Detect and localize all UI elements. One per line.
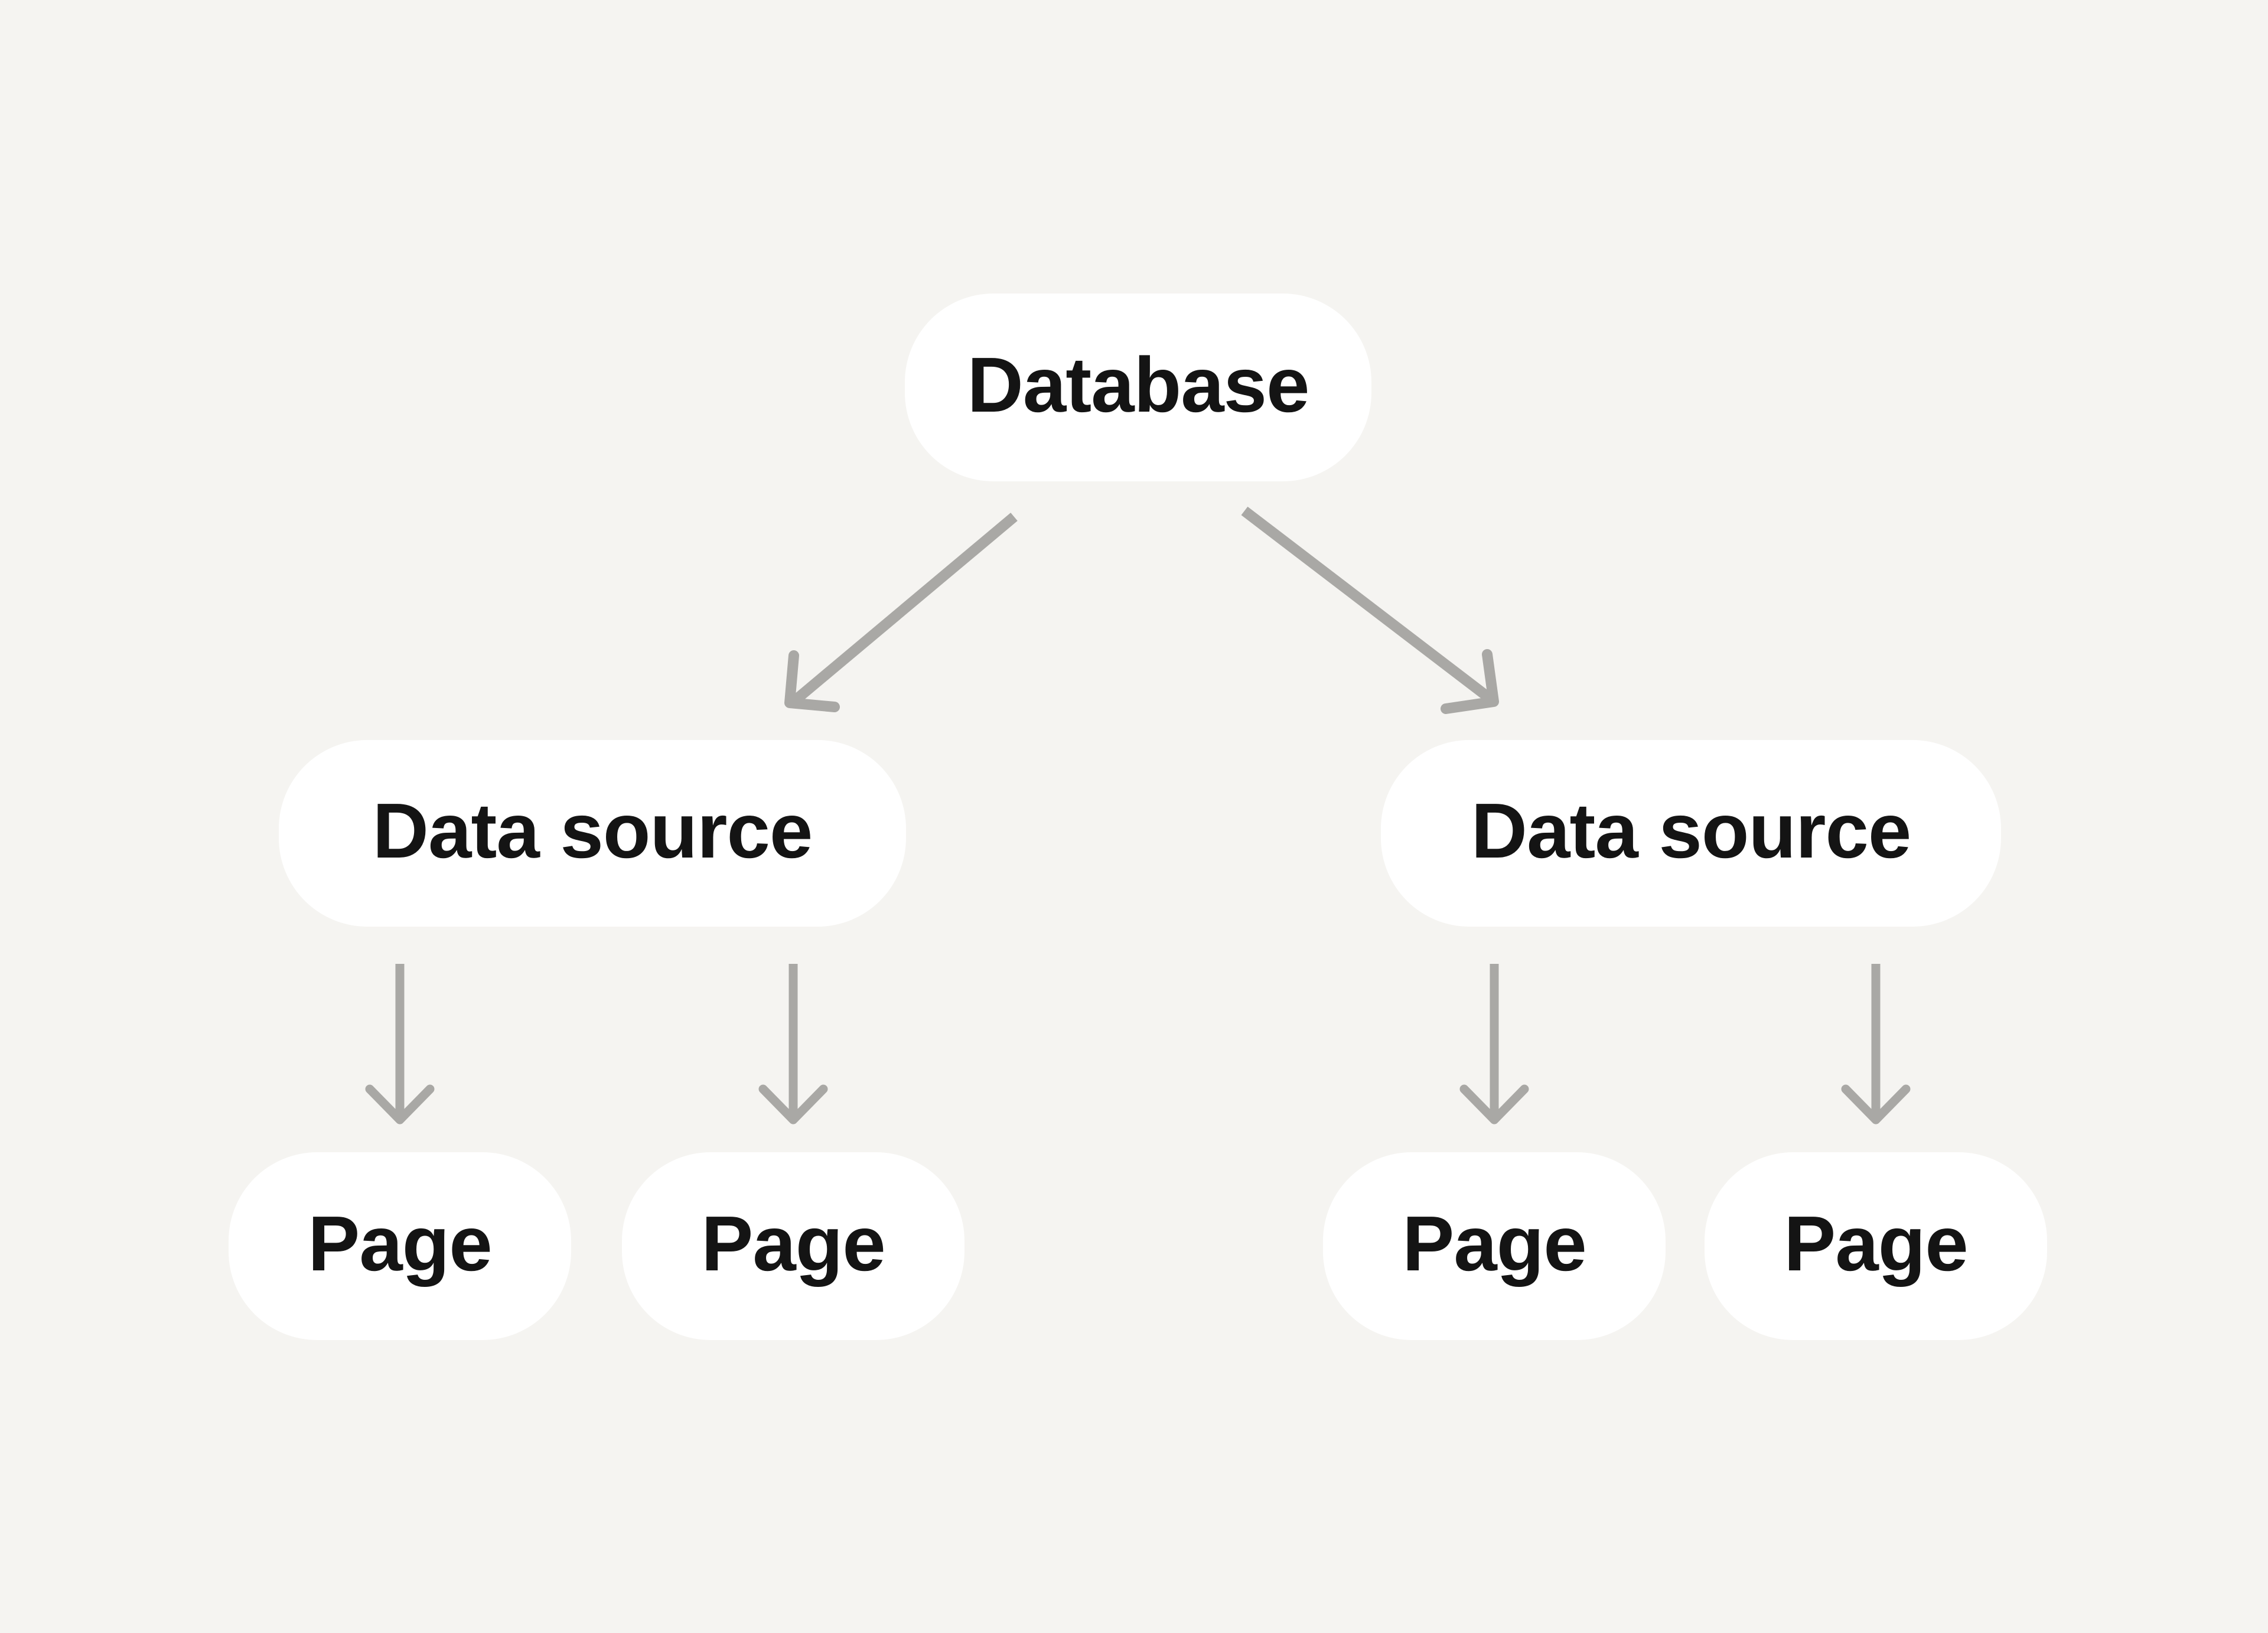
node-page-4: Page xyxy=(1705,1152,2047,1340)
node-page-1: Page xyxy=(229,1152,571,1340)
node-page-3-label: Page xyxy=(1402,1200,1586,1287)
node-datasource-left: Data source xyxy=(279,740,906,927)
arrow-database-to-datasource-left xyxy=(784,513,1018,712)
arrow-datasource-left-to-page-1 xyxy=(365,964,435,1124)
node-database: Database xyxy=(905,294,1371,481)
node-page-3: Page xyxy=(1323,1152,1666,1340)
node-datasource-right: Data source xyxy=(1381,740,2001,927)
node-datasource-left-label: Data source xyxy=(372,787,813,874)
node-database-label: Database xyxy=(967,341,1310,428)
node-page-2: Page xyxy=(622,1152,964,1340)
arrow-datasource-right-to-page-3 xyxy=(1459,964,1529,1124)
node-page-4-label: Page xyxy=(1784,1200,1968,1287)
node-page-2-label: Page xyxy=(701,1200,885,1287)
arrow-datasource-left-to-page-2 xyxy=(758,964,828,1124)
node-page-1-label: Page xyxy=(308,1200,492,1287)
arrow-datasource-right-to-page-4 xyxy=(1841,964,1911,1124)
node-datasource-right-label: Data source xyxy=(1471,787,1912,874)
arrow-database-to-datasource-right xyxy=(1241,506,1499,714)
